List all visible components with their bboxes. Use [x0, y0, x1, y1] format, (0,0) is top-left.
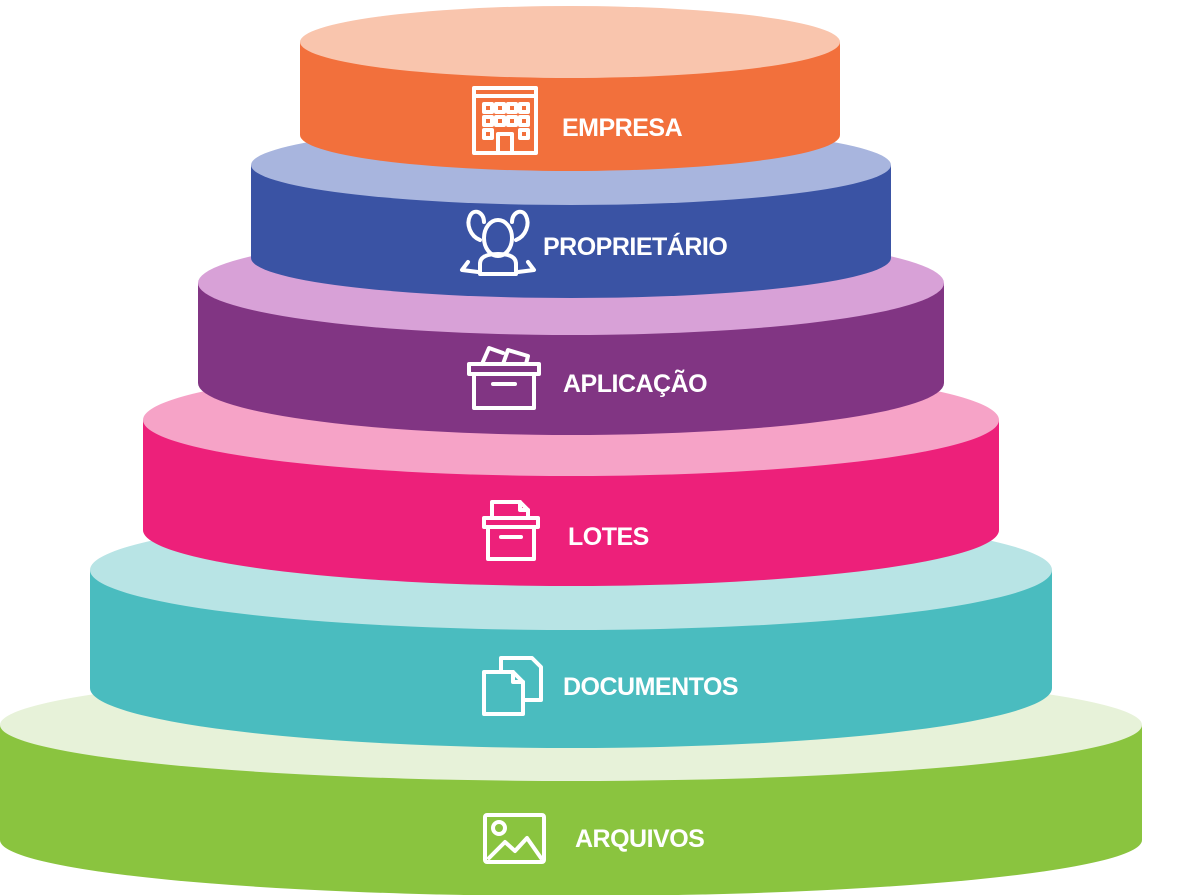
- tier-lotes-label: LOTES: [568, 523, 649, 551]
- image-icon: [483, 813, 546, 864]
- tier-empresa-side: [300, 42, 840, 171]
- building-icon: [472, 86, 538, 155]
- documents-icon: [482, 656, 543, 716]
- tier-empresa-label: EMPRESA: [562, 114, 683, 142]
- tier-arquivos-label: ARQUIVOS: [575, 825, 704, 853]
- archive-box-icon: [467, 346, 541, 410]
- tier-empresa: EMPRESA: [300, 6, 840, 171]
- users-icon: [460, 209, 536, 276]
- tier-proprietario-label: PROPRIETÁRIO: [543, 232, 727, 261]
- tier-aplicacao-label: APLICAÇÃO: [563, 368, 707, 398]
- tier-empresa-top: [300, 6, 840, 78]
- tier-documentos-label: DOCUMENTOS: [563, 673, 738, 701]
- file-box-icon: [482, 500, 540, 561]
